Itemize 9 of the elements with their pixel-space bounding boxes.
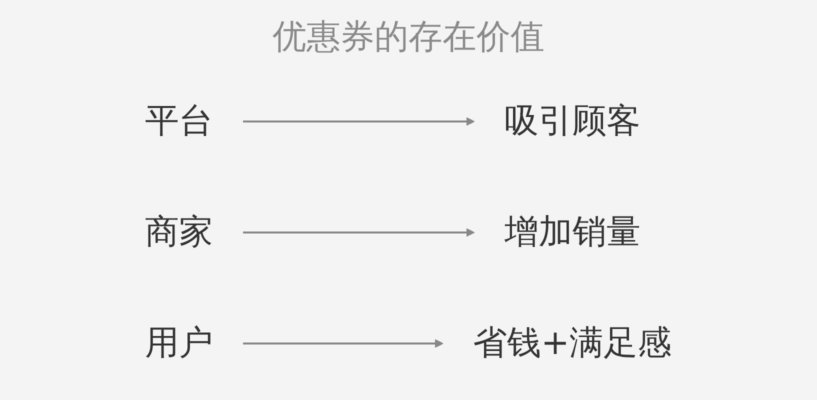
diagram-title: 优惠券的存在价值 (272, 16, 544, 59)
arrow (243, 338, 444, 348)
arrow (243, 228, 475, 236)
node-text: 省钱+满足感 (473, 322, 672, 362)
arrow (243, 116, 475, 126)
node-text: 平台 (145, 100, 214, 140)
node-text: 吸引顾客 (504, 100, 640, 140)
node-text: 用户 (145, 322, 214, 362)
node-text: 商家 (145, 212, 214, 252)
